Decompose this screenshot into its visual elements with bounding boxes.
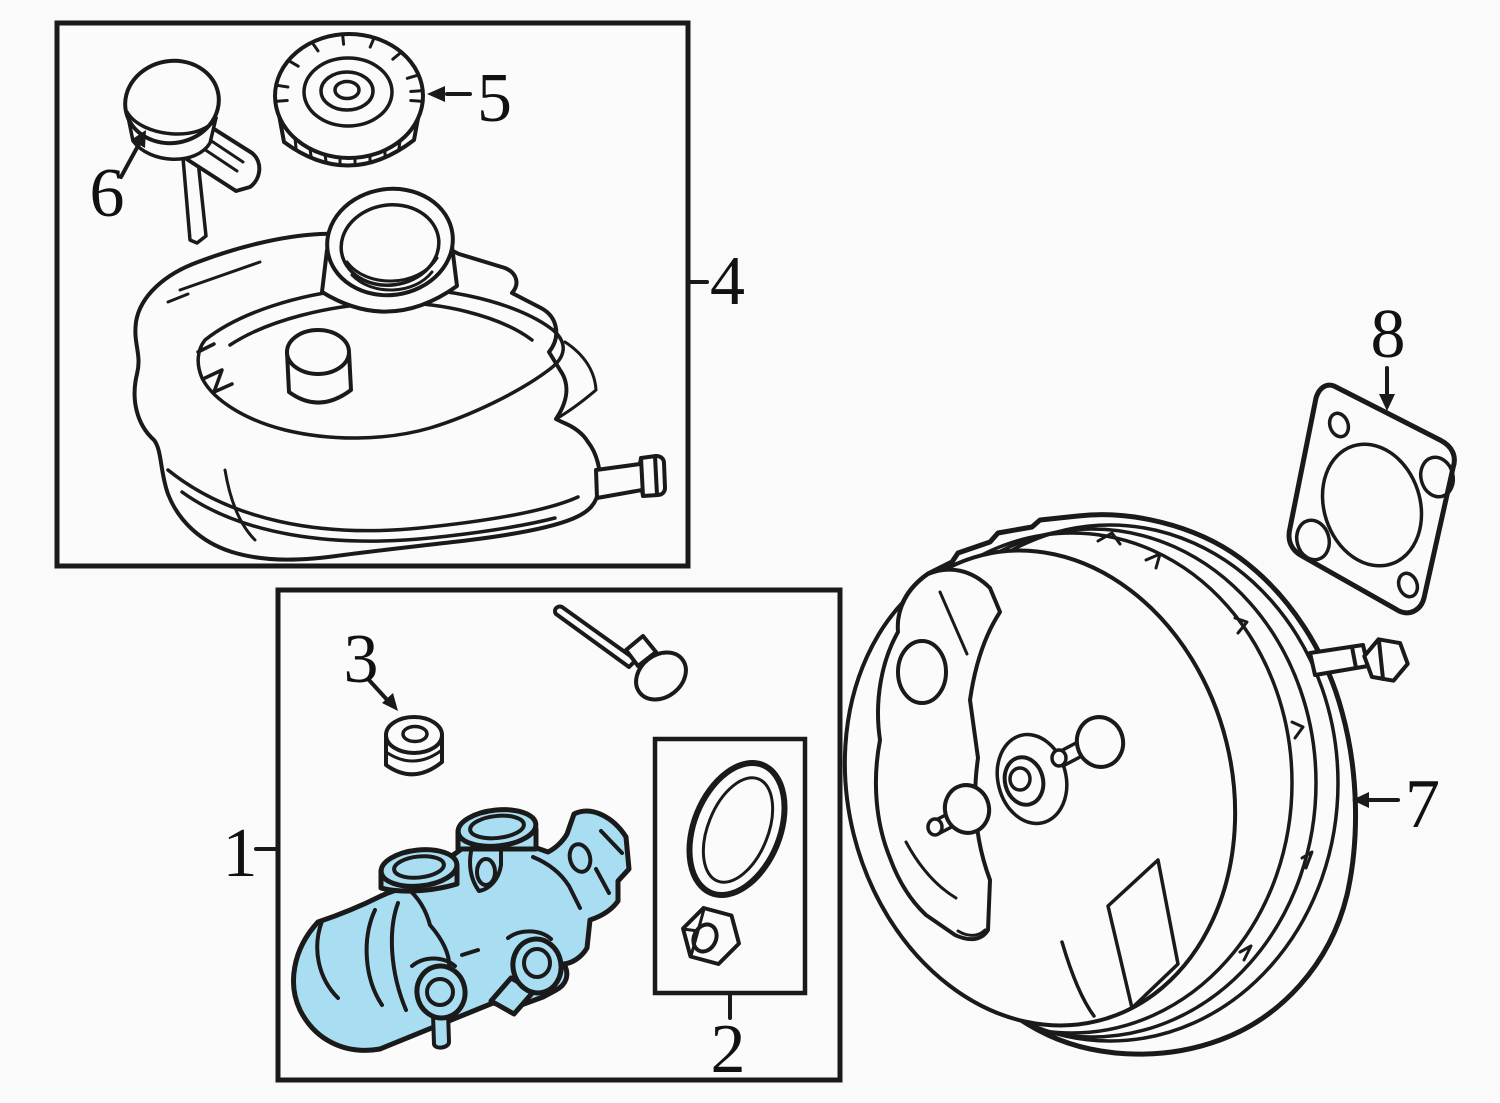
bump-top: [285, 328, 351, 376]
reservoir-center-bump: [285, 328, 353, 405]
gasket-outline: [1286, 382, 1457, 616]
o-ring-outer: [686, 760, 788, 898]
power-brake-booster-part[interactable]: [796, 509, 1410, 1068]
callout-7: 7: [1352, 766, 1440, 843]
cap-knurl-ticks: [273, 32, 425, 103]
cap-face-ring-2: [319, 70, 375, 112]
grommet-hole: [401, 724, 429, 744]
rear-port-bore: [468, 813, 526, 841]
brake-master-cylinder-part[interactable]: [291, 806, 632, 1053]
callout-5-label[interactable]: 5: [477, 60, 512, 137]
boss2-bore: [522, 947, 552, 979]
pushrod-pin-part[interactable]: [552, 604, 695, 710]
pin-collar: [624, 634, 658, 668]
gasket-hole-top: [1327, 411, 1351, 439]
pin-head: [634, 650, 688, 702]
grommet-top: [384, 715, 444, 755]
callout-7-arrowhead: [1352, 792, 1369, 808]
reservoir-grommet-part[interactable]: [384, 715, 444, 777]
nut-hole: [691, 922, 719, 954]
reservoir-cap-part[interactable]: [273, 32, 425, 168]
callout-4-label[interactable]: 4: [710, 243, 745, 320]
sensor-head-chord: [125, 110, 218, 136]
gasket-center-hole: [1320, 442, 1424, 568]
callout-3-arrowhead: [382, 693, 398, 711]
booster-hub-bore: [1008, 766, 1032, 792]
center-ear-hole: [475, 857, 497, 887]
front-port-bore: [392, 854, 446, 880]
callout-7-label[interactable]: 7: [1405, 766, 1440, 843]
booster-gasket-part[interactable]: [1286, 382, 1458, 616]
cap-outer-ring: [273, 32, 425, 160]
callout-6-label[interactable]: 6: [90, 155, 125, 232]
booster-band-notches: [1096, 531, 1314, 962]
grommet-mid-ring: [384, 748, 444, 763]
sensor-head: [123, 58, 221, 146]
callout-8: 8: [1371, 296, 1406, 411]
neck-inner-arc: [345, 256, 439, 292]
master-cylinder-group[interactable]: [275, 587, 843, 1083]
callout-6: 6: [90, 130, 146, 232]
callout-6-arrowhead: [131, 130, 146, 148]
boss1-ring: [414, 963, 468, 1021]
callout-1-label[interactable]: 1: [223, 815, 258, 892]
sensor-barrel-hatch: [202, 138, 245, 173]
callout-8-arrowhead: [1379, 394, 1395, 411]
cap-face-ring-1: [302, 56, 394, 128]
booster-stud2-tip: [926, 817, 944, 837]
center-ear: [468, 845, 503, 893]
flange-ear-hole: [567, 842, 593, 874]
callout-3: 3: [344, 621, 398, 711]
booster-bolt-head: [1362, 637, 1410, 683]
booster-stud1-tip: [1050, 748, 1068, 768]
booster-stud2-washer: [942, 783, 992, 835]
booster-bracket-hole: [896, 639, 948, 705]
booster-face-panel: [1060, 858, 1180, 1018]
callout-2: 2: [711, 992, 746, 1088]
booster-stud1-washer: [1074, 715, 1126, 769]
cylinder-bottom-stud: [431, 1010, 451, 1050]
callout-5: 5: [427, 60, 512, 137]
boss2-ring: [510, 936, 564, 996]
fluid-level-sensor-part[interactable]: [119, 53, 262, 245]
cap-skirt-flutes: [293, 136, 402, 166]
callout-3-label[interactable]: 3: [344, 621, 379, 698]
boss1-bore: [425, 977, 455, 1007]
reservoir-filler-neck: [320, 186, 459, 314]
callout-6-arrow-line: [119, 142, 141, 179]
booster-band-2: [875, 527, 1318, 1039]
callout-8-label[interactable]: 8: [1371, 296, 1406, 373]
pin-rod: [552, 604, 638, 669]
cap-center-hole: [333, 79, 361, 101]
gasket-hole-bottom: [1396, 571, 1420, 599]
callout-2-label[interactable]: 2: [711, 1011, 746, 1088]
callout-4: 4: [686, 243, 745, 320]
callout-5-arrowhead: [427, 86, 445, 102]
reservoir-skirt-lines: [166, 468, 580, 543]
booster-bracket-details: [904, 590, 987, 937]
o-ring-inner: [701, 776, 775, 884]
gasket-hole-left: [1294, 518, 1332, 562]
callout-1: 1: [223, 815, 279, 892]
booster-band-3: [875, 531, 1294, 1035]
neck-inner-rim: [339, 203, 441, 287]
reservoir-crease-lines: [166, 260, 598, 542]
reservoir-outlet-stub: [594, 454, 667, 500]
gasket-hole-right: [1418, 455, 1456, 499]
